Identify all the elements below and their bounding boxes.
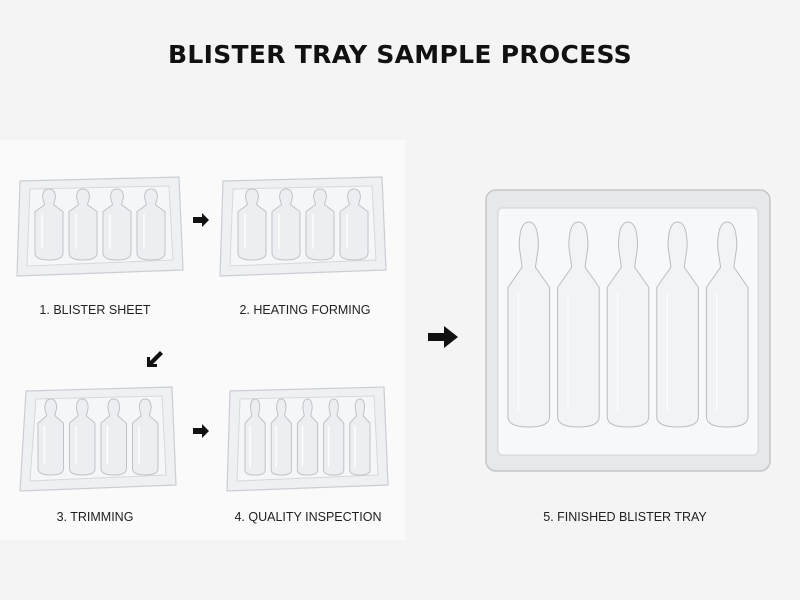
step-4-quality-inspection-image xyxy=(225,385,390,495)
arrow-down-left-icon xyxy=(147,351,163,367)
arrow-right-icon xyxy=(428,326,458,348)
arrow-right-icon xyxy=(193,424,209,438)
blister-tray-drawing xyxy=(485,189,771,472)
step-4-label: 4. QUALITY INSPECTION xyxy=(234,510,382,524)
blister-tray-drawing xyxy=(226,386,389,492)
arrow-right-icon xyxy=(193,213,209,227)
step-5-finished-blister-tray-image xyxy=(484,188,772,473)
blister-tray-drawing xyxy=(219,176,387,277)
step-2-heating-forming-image xyxy=(218,175,388,280)
blister-tray-drawing xyxy=(19,386,177,492)
step-3-trimming-image xyxy=(18,385,178,495)
step-3-label: 3. TRIMMING xyxy=(56,510,134,524)
page-title: BLISTER TRAY SAMPLE PROCESS xyxy=(168,40,632,69)
step-2-label: 2. HEATING FORMING xyxy=(239,303,371,317)
blister-tray-drawing xyxy=(16,176,184,277)
step-5-label: 5. FINISHED BLISTER TRAY xyxy=(543,510,707,524)
step-1-label: 1. BLISTER SHEET xyxy=(39,303,151,317)
step-1-blister-sheet-image xyxy=(15,175,185,280)
